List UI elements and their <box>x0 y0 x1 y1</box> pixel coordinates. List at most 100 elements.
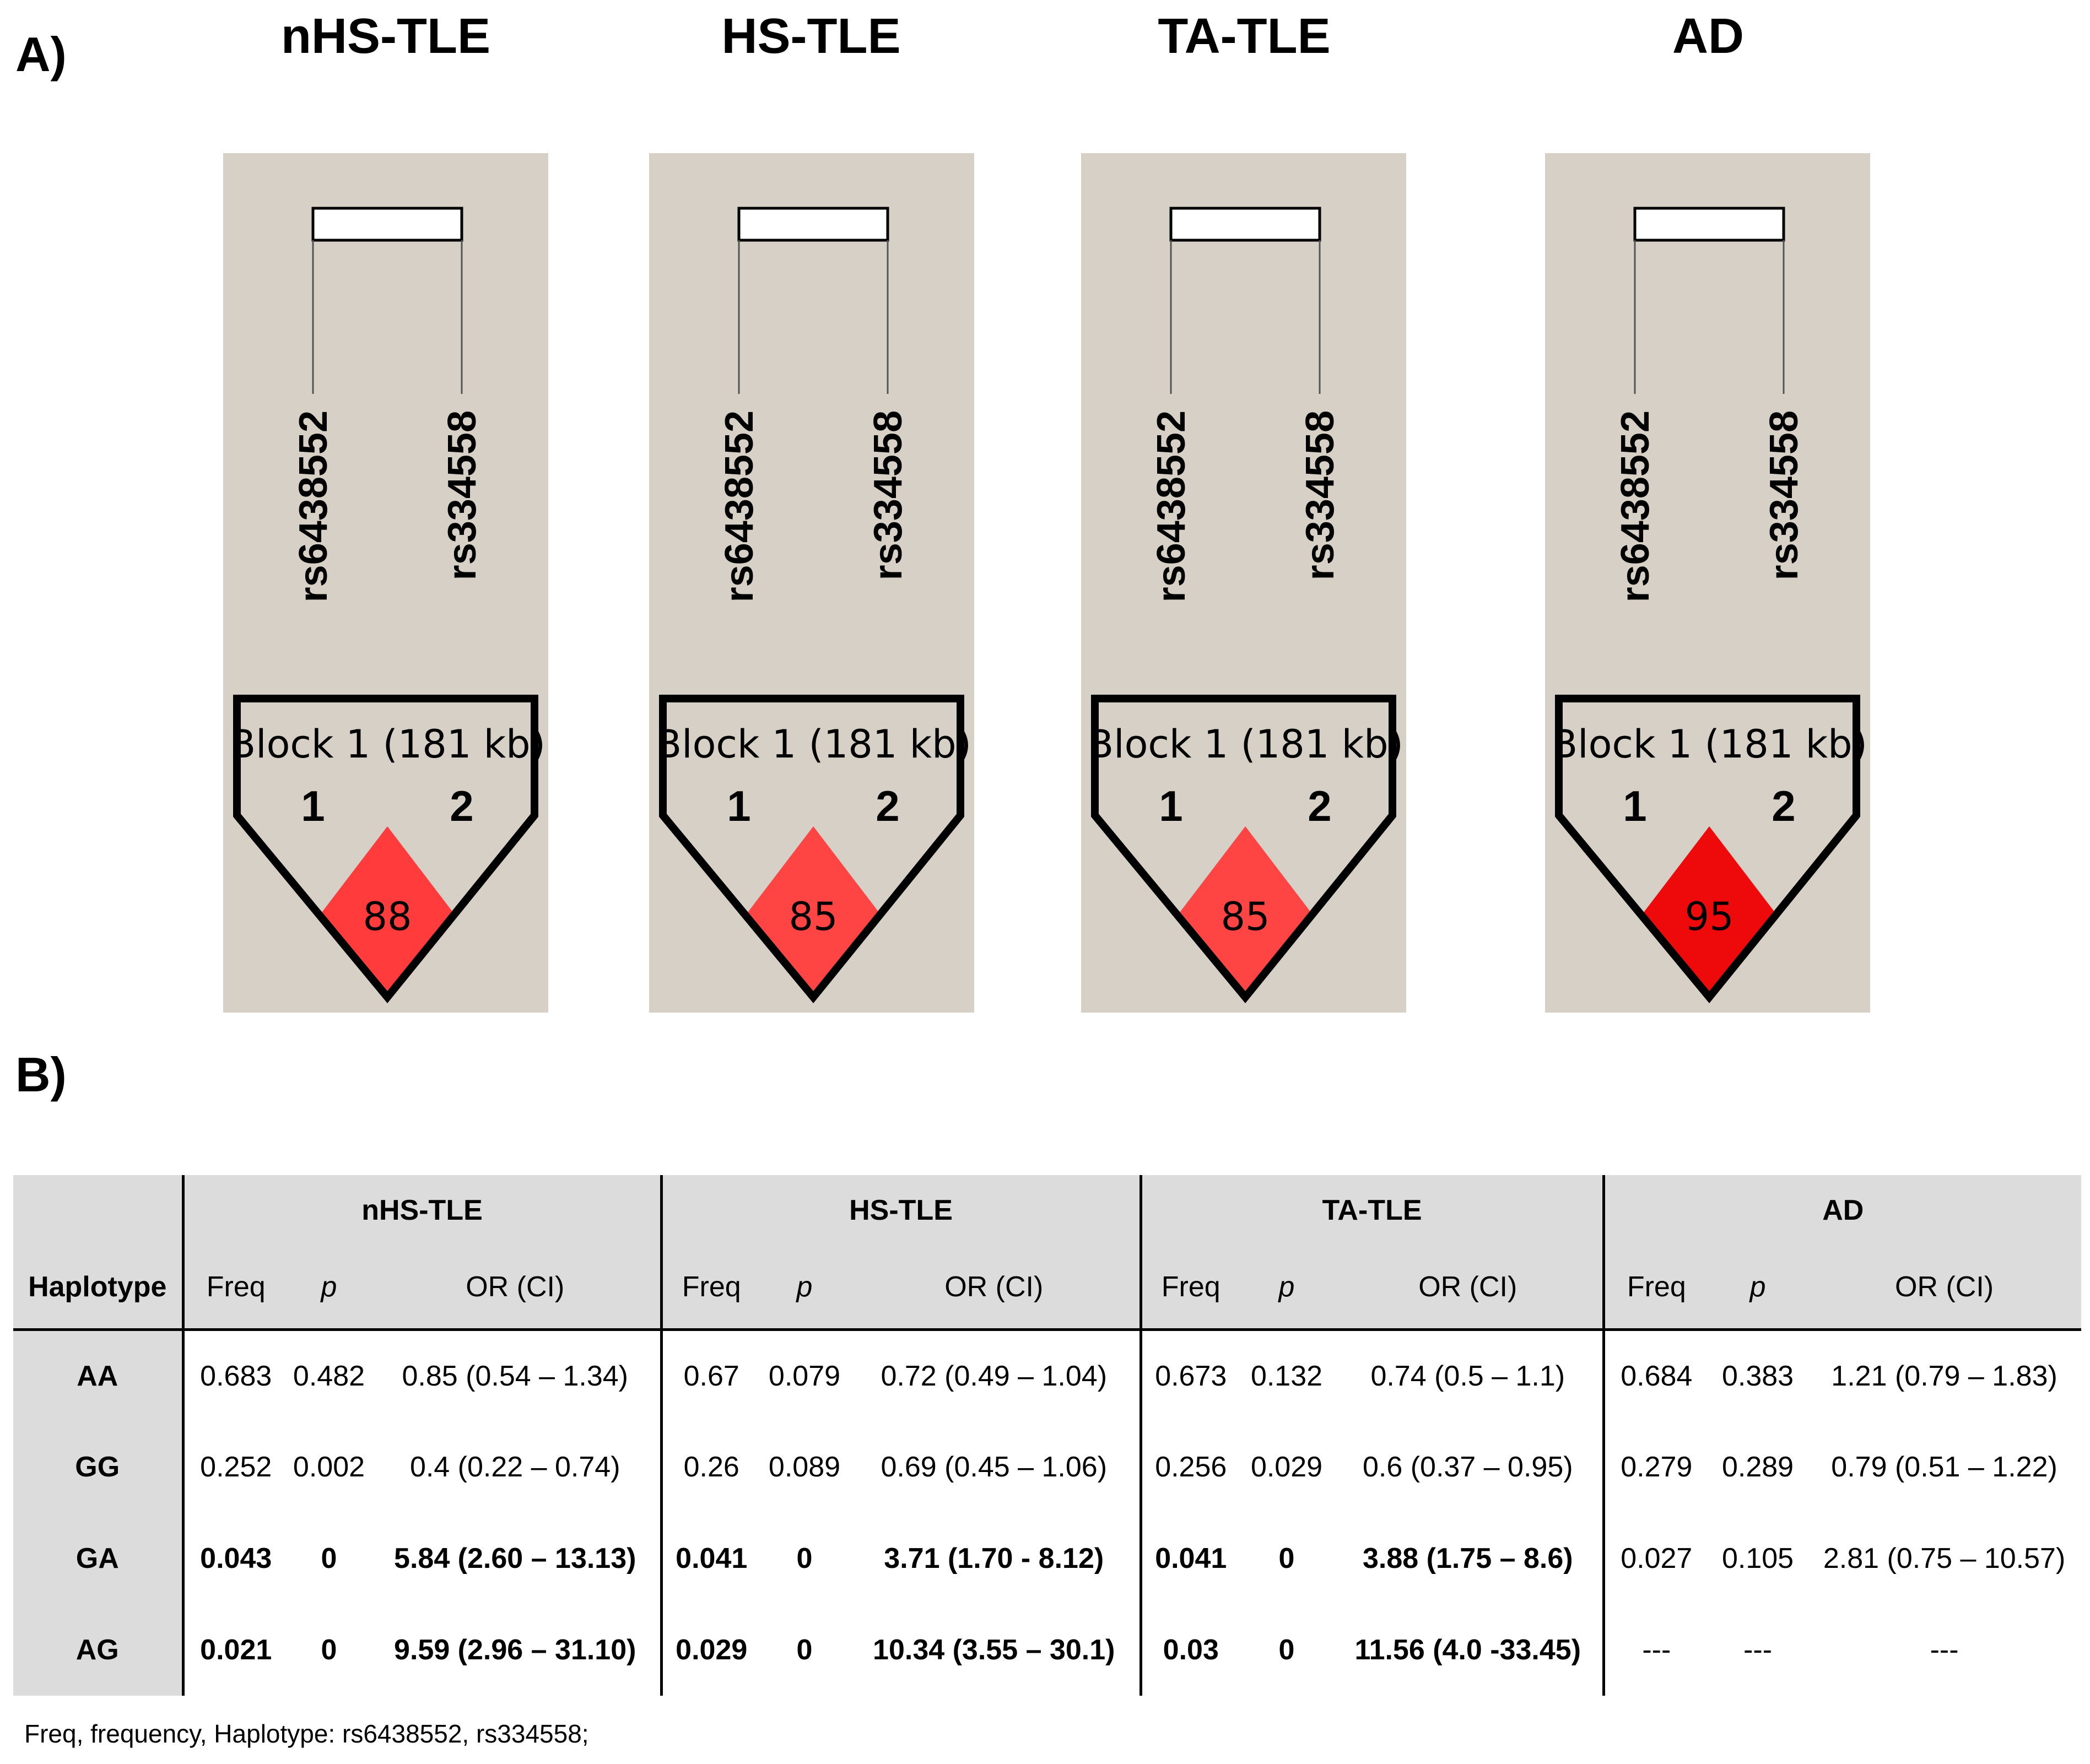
freq-cell: 0.683 <box>200 1360 272 1392</box>
haplotype-header: Haplotype <box>13 1246 185 1331</box>
snp-label: rs334558 <box>1298 410 1342 580</box>
table-group-header-row: nHS-TLE HS-TLE TA-TLE AD <box>13 1175 2082 1246</box>
marker-number: 2 <box>450 782 473 830</box>
or-ci-cell: 0.72 (0.49 – 1.04) <box>849 1329 1142 1421</box>
group-title-nhs-tle: nHS-TLE <box>281 9 490 64</box>
haplotype-cell: AA <box>13 1329 185 1421</box>
chromosome-bar <box>1633 207 1785 242</box>
marker-number: 1 <box>1623 782 1646 830</box>
p-header: p <box>288 1246 370 1331</box>
table-sub-header-row: Haplotype Freq p OR (CI) Freq p OR (CI) … <box>13 1246 2082 1331</box>
or-ci-cell: 5.84 (2.60 – 13.13) <box>370 1512 663 1604</box>
haplotype-cell: GA <box>13 1512 185 1604</box>
or-ci-cell: 10.34 (3.55 – 30.1) <box>849 1604 1142 1696</box>
ld-block-outline-bottom <box>1556 813 1860 1004</box>
p-cell: 0.089 <box>768 1451 841 1483</box>
block-label: Block 1 (181 kb) <box>1551 722 1867 767</box>
or-ci-header: OR (CI) <box>1807 1246 2082 1331</box>
haplotype-cell: AG <box>13 1604 185 1696</box>
ld-block-outline-bottom <box>234 813 538 1004</box>
freq-cell: 0.029 <box>676 1633 748 1666</box>
group-title-ad: AD <box>1672 9 1744 64</box>
snp-label: rs334558 <box>440 410 484 580</box>
ld-value: 88 <box>363 894 412 939</box>
p-cell: 0 <box>1278 1542 1295 1574</box>
or-ci-cell: --- <box>1930 1633 1959 1666</box>
p-header: p <box>760 1246 849 1331</box>
ld-block-outline-bottom <box>660 813 964 1004</box>
p-cell: 0 <box>321 1542 337 1574</box>
marker-number: 2 <box>876 782 899 830</box>
section-b-label: B) <box>15 1047 67 1102</box>
freq-cell: 0.041 <box>676 1542 748 1574</box>
p-cell: 0.002 <box>293 1451 365 1483</box>
chromosome-bar <box>1169 207 1321 242</box>
or-ci-header: OR (CI) <box>1333 1246 1605 1331</box>
ld-value: 95 <box>1684 894 1733 939</box>
or-ci-cell: 0.6 (0.37 – 0.95) <box>1333 1421 1605 1513</box>
snp-label: rs6438552 <box>291 410 336 602</box>
p-cell: 0.029 <box>1250 1451 1323 1483</box>
or-ci-cell: 0.4 (0.22 – 0.74) <box>370 1421 663 1513</box>
p-cell: 0.383 <box>1721 1360 1794 1392</box>
block-label: Block 1 (181 kb) <box>229 722 546 767</box>
freq-cell: 0.673 <box>1155 1360 1227 1392</box>
freq-cell: 0.684 <box>1621 1360 1693 1392</box>
snp-label: rs6438552 <box>1149 410 1193 602</box>
marker-number: 1 <box>1159 782 1182 830</box>
freq-cell: 0.043 <box>200 1542 272 1574</box>
p-header: p <box>1708 1246 1808 1331</box>
or-ci-cell: 9.59 (2.96 – 31.10) <box>370 1604 663 1696</box>
p-cell: 0 <box>1278 1633 1295 1666</box>
or-ci-cell: 0.74 (0.5 – 1.1) <box>1333 1329 1605 1421</box>
or-ci-cell: 2.81 (0.75 – 10.57) <box>1823 1542 2066 1574</box>
freq-cell: 0.027 <box>1621 1542 1693 1574</box>
p-cell: 0 <box>321 1633 337 1666</box>
ld-value: 85 <box>1220 894 1270 939</box>
p-cell: 0.132 <box>1250 1360 1323 1392</box>
freq-header: Freq <box>1141 1246 1240 1331</box>
p-cell: 0 <box>796 1542 813 1574</box>
ld-value: 85 <box>789 894 838 939</box>
freq-cell: 0.041 <box>1155 1542 1227 1574</box>
group-title-ta-tle: TA-TLE <box>1158 9 1331 64</box>
p-cell: --- <box>1743 1633 1773 1666</box>
p-cell: 0.482 <box>293 1360 365 1392</box>
or-ci-cell: 11.56 (4.0 -33.45) <box>1333 1604 1605 1696</box>
table-group-header: nHS-TLE <box>183 1175 663 1246</box>
block-label: Block 1 (181 kb) <box>1087 722 1403 767</box>
snp-label: rs6438552 <box>717 410 762 602</box>
table-group-header: TA-TLE <box>1141 1175 1605 1246</box>
marker-number: 2 <box>1308 782 1331 830</box>
table-group-header: HS-TLE <box>661 1175 1142 1246</box>
freq-cell: 0.26 <box>683 1451 739 1483</box>
marker-number: 2 <box>1772 782 1795 830</box>
freq-cell: 0.252 <box>200 1451 272 1483</box>
or-ci-header: OR (CI) <box>370 1246 663 1331</box>
p-cell: 0.105 <box>1721 1542 1794 1574</box>
haplotype-cell: GG <box>13 1421 185 1513</box>
freq-cell: 0.03 <box>1163 1633 1219 1666</box>
table-footnote: Freq, frequency, Haplotype: rs6438552, r… <box>24 1719 589 1748</box>
freq-cell: 0.279 <box>1621 1451 1693 1483</box>
section-a-label: A) <box>15 27 67 82</box>
freq-header: Freq <box>661 1246 760 1331</box>
chromosome-bar <box>737 207 889 242</box>
marker-number: 1 <box>301 782 325 830</box>
freq-header: Freq <box>1603 1246 1709 1331</box>
ld-block-outline-bottom <box>1092 813 1396 1004</box>
p-cell: 0.289 <box>1721 1451 1794 1483</box>
or-ci-cell: 1.21 (0.79 – 1.83) <box>1831 1360 2057 1392</box>
block-label: Block 1 (181 kb) <box>655 722 971 767</box>
group-title-hs-tle: HS-TLE <box>721 9 901 64</box>
snp-label: rs334558 <box>866 410 910 580</box>
or-ci-cell: 0.69 (0.45 – 1.06) <box>849 1421 1142 1513</box>
or-ci-cell: 0.85 (0.54 – 1.34) <box>370 1329 663 1421</box>
